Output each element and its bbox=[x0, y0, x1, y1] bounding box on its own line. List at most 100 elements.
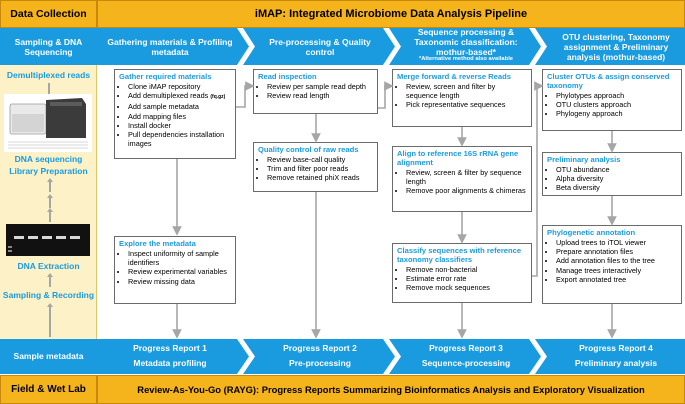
list-item: Beta diversity bbox=[556, 183, 678, 192]
preliminary-analysis-list: OTU abundance Alpha diversity Beta diver… bbox=[547, 165, 678, 193]
list-item: Review missing data bbox=[128, 277, 232, 286]
phylogenetic-annotation-title: Phylogenetic annotation bbox=[547, 228, 636, 237]
stage-label-1: Gathering materials & Profiling metadata bbox=[107, 36, 233, 57]
list-item: Remove non-bacterial bbox=[406, 265, 528, 274]
align-list: Review, screen & filter by sequence leng… bbox=[397, 168, 528, 196]
stage-note: *Alternative method also available bbox=[418, 55, 514, 62]
list-item: Review, screen & filter by sequence leng… bbox=[406, 168, 528, 186]
list-item: Manage trees interactively bbox=[556, 266, 678, 275]
left-arrow-3 bbox=[47, 194, 53, 213]
list-item: Clone iMAP repository bbox=[128, 82, 232, 91]
merge-reads-title: Merge forward & reverse Reads bbox=[397, 72, 511, 81]
stage-label-3: Sequence processing & Taxonomic classifi… bbox=[414, 27, 518, 57]
progress-report-2: Progress Report 2 Pre-processing bbox=[243, 339, 395, 374]
data-collection-header: Data Collection bbox=[0, 0, 97, 28]
report-2-title: Progress Report 2 bbox=[283, 342, 357, 353]
list-item: Alpha diversity bbox=[556, 174, 678, 183]
progress-report-4: Progress Report 4 Preliminary analysis bbox=[535, 339, 685, 374]
list-item: Inspect uniformity of sample identifiers bbox=[128, 249, 232, 267]
explore-metadata-title: Explore the metadata bbox=[119, 239, 196, 248]
list-item: Estimate error rate bbox=[406, 274, 528, 283]
sample-metadata-label: Sample metadata bbox=[13, 351, 84, 361]
read-inspection-list: Review per sample read depth Review read… bbox=[258, 82, 374, 100]
report-2-subtitle: Pre-processing bbox=[289, 357, 351, 368]
cluster-otus-title: Cluster OTUs & assign conserved taxonomy bbox=[547, 72, 670, 90]
pipeline-header: iMAP: Integrated Microbiome Data Analysi… bbox=[97, 0, 685, 28]
report-3-subtitle: Sequence-processing bbox=[421, 357, 511, 368]
list-item: Trim and filter poor reads bbox=[267, 164, 374, 173]
list-item: Export annotated tree bbox=[556, 275, 678, 284]
align-box: Align to reference 16S rRNA gene alignme… bbox=[392, 146, 532, 212]
left-arrow-4 bbox=[47, 208, 53, 227]
dna-extraction-label: DNA Extraction bbox=[17, 261, 80, 271]
list-item: OTU clusters approach bbox=[556, 100, 678, 109]
progress-report-3: Progress Report 3 Sequence-processing bbox=[389, 339, 541, 374]
list-item: Phylogeny approach bbox=[556, 109, 678, 118]
stage-label-2: Pre-processing & Quality control bbox=[269, 36, 371, 57]
sampling-banner: Sampling & DNA Sequencing bbox=[0, 28, 97, 65]
left-arrow-2 bbox=[47, 178, 53, 197]
list-item: Remove retained phiX reads bbox=[267, 173, 374, 182]
classify-title: Classify sequences with reference taxono… bbox=[397, 246, 522, 264]
list-item: OTU abundance bbox=[556, 165, 678, 174]
merge-reads-box: Merge forward & reverse Reads Review, sc… bbox=[392, 69, 532, 127]
list-item: Add annotation files to the tree bbox=[556, 256, 678, 265]
list-item: Phylotypes approach bbox=[556, 91, 678, 100]
list-item: Review, screen and filter by sequence le… bbox=[406, 82, 528, 100]
cluster-otus-list: Phylotypes approach OTU clusters approac… bbox=[547, 91, 678, 119]
list-item: Remove poor alignments & chimeras bbox=[406, 186, 528, 195]
read-inspection-title: Read inspection bbox=[258, 72, 317, 81]
progress-report-1: Progress Report 1 Metadata profiling bbox=[97, 339, 249, 374]
pipeline-title: iMAP: Integrated Microbiome Data Analysi… bbox=[254, 8, 528, 20]
list-item: Review per sample read depth bbox=[267, 82, 374, 91]
list-item: Upload trees to iTOL viewer bbox=[556, 238, 678, 247]
left-arrow-5 bbox=[47, 273, 53, 292]
align-title: Align to reference 16S rRNA gene alignme… bbox=[397, 149, 519, 167]
stage-label-4: OTU clustering, Taxonomy assignment & Pr… bbox=[562, 31, 670, 62]
quality-control-list: Review base-call quality Trim and filter… bbox=[258, 155, 374, 183]
sampling-sequencing-label: Sampling & DNA Sequencing bbox=[14, 36, 83, 57]
report-4-subtitle: Preliminary analysis bbox=[574, 357, 658, 368]
gather-materials-box: Gather required materials Clone iMAP rep… bbox=[114, 69, 236, 159]
list-item: Pick representative sequences bbox=[406, 100, 528, 109]
left-arrow-1 bbox=[47, 82, 51, 100]
sampling-recording-label: Sampling & Recording bbox=[2, 290, 95, 300]
report-1-title: Progress Report 1 bbox=[133, 342, 207, 353]
merge-reads-list: Review, screen and filter by sequence le… bbox=[397, 82, 528, 110]
preliminary-analysis-title: Preliminary analysis bbox=[547, 155, 621, 164]
phylogenetic-annotation-box: Phylogenetic annotation Upload trees to … bbox=[542, 225, 682, 304]
preliminary-analysis-box: Preliminary analysis OTU abundance Alpha… bbox=[542, 152, 682, 196]
list-item: Remove mock sequences bbox=[406, 283, 528, 292]
quality-control-box: Quality control of raw reads Review base… bbox=[253, 142, 378, 192]
dna-sequencing-label: DNA sequencing bbox=[14, 154, 83, 164]
classify-box: Classify sequences with reference taxono… bbox=[392, 243, 532, 303]
list-item: Install docker bbox=[128, 121, 232, 130]
data-collection-title: Data Collection bbox=[10, 8, 87, 20]
list-item: Add demultiplexed reads (fq.gz) bbox=[128, 91, 232, 102]
explore-metadata-box: Explore the metadata Inspect uniformity … bbox=[114, 236, 236, 304]
stage-banner-3: Sequence processing & Taxonomic classifi… bbox=[389, 27, 541, 65]
rayg-footer: Review-As-You-Go (RAYG): Progress Report… bbox=[97, 375, 685, 404]
classify-list: Remove non-bacterial Estimate error rate… bbox=[397, 265, 528, 293]
sample-metadata-banner: Sample metadata bbox=[0, 339, 97, 374]
fq-note: (fq.gz) bbox=[210, 94, 226, 101]
list-item: Add sample metadata bbox=[128, 102, 232, 111]
stage-banner-2: Pre-processing & Quality control bbox=[243, 28, 395, 65]
report-1-subtitle: Metadata profiling bbox=[133, 357, 207, 368]
cluster-otus-box: Cluster OTUs & assign conserved taxonomy… bbox=[542, 69, 682, 131]
explore-metadata-list: Inspect uniformity of sample identifiers… bbox=[119, 249, 232, 286]
phylogenetic-annotation-list: Upload trees to iTOL viewer Prepare anno… bbox=[547, 238, 678, 284]
list-item: Review experimental variables bbox=[128, 267, 232, 276]
rayg-title: Review-As-You-Go (RAYG): Progress Report… bbox=[137, 384, 645, 395]
gather-materials-list: Clone iMAP repository Add demultiplexed … bbox=[119, 82, 232, 148]
list-item: Add mapping files bbox=[128, 112, 232, 121]
list-item: Review base-call quality bbox=[267, 155, 374, 164]
stage-banner-1: Gathering materials & Profiling metadata bbox=[97, 28, 249, 65]
sampling-banner-shape bbox=[0, 28, 97, 65]
report-4-title: Progress Report 4 bbox=[579, 342, 653, 353]
list-item: Prepare annotation files bbox=[556, 247, 678, 256]
quality-control-title: Quality control of raw reads bbox=[258, 145, 359, 154]
field-lab-footer: Field & Wet Lab bbox=[0, 375, 97, 404]
field-lab-title: Field & Wet Lab bbox=[11, 384, 86, 395]
